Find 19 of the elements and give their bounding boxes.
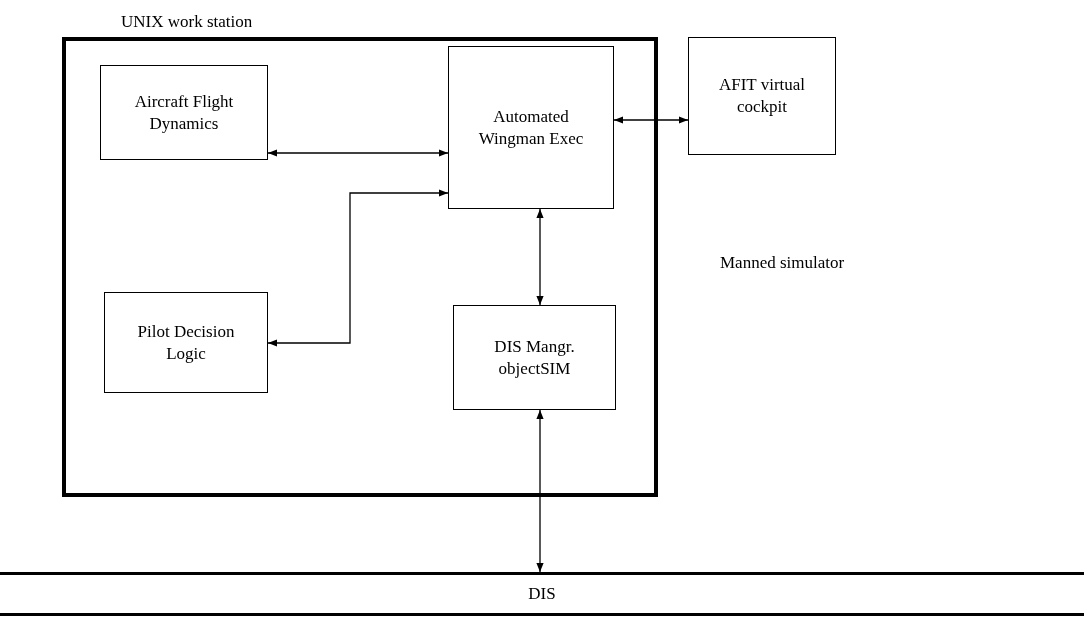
process-box (688, 37, 836, 155)
connector-arrow (536, 208, 544, 306)
connector-arrow (613, 116, 689, 124)
connector-arrow (536, 409, 544, 573)
box-label: Automated Wingman Exec (477, 105, 585, 150)
box-label: DIS Mangr. objectSIM (493, 335, 576, 380)
note-label: Manned simulator (720, 252, 845, 274)
process-box (453, 305, 616, 410)
connector-arrow (267, 149, 449, 157)
band-label: DIS (528, 583, 556, 606)
process-box (448, 46, 614, 209)
process-box (100, 65, 268, 160)
connector-arrow (267, 189, 449, 347)
box-label: AFIT virtual cockpit (717, 74, 807, 118)
frame-title: UNIX work station (121, 11, 253, 33)
box-label: Aircraft Flight Dynamics (133, 90, 235, 135)
box-label: Pilot Decision Logic (136, 320, 236, 365)
process-box (104, 292, 268, 393)
network-band (0, 572, 1084, 616)
